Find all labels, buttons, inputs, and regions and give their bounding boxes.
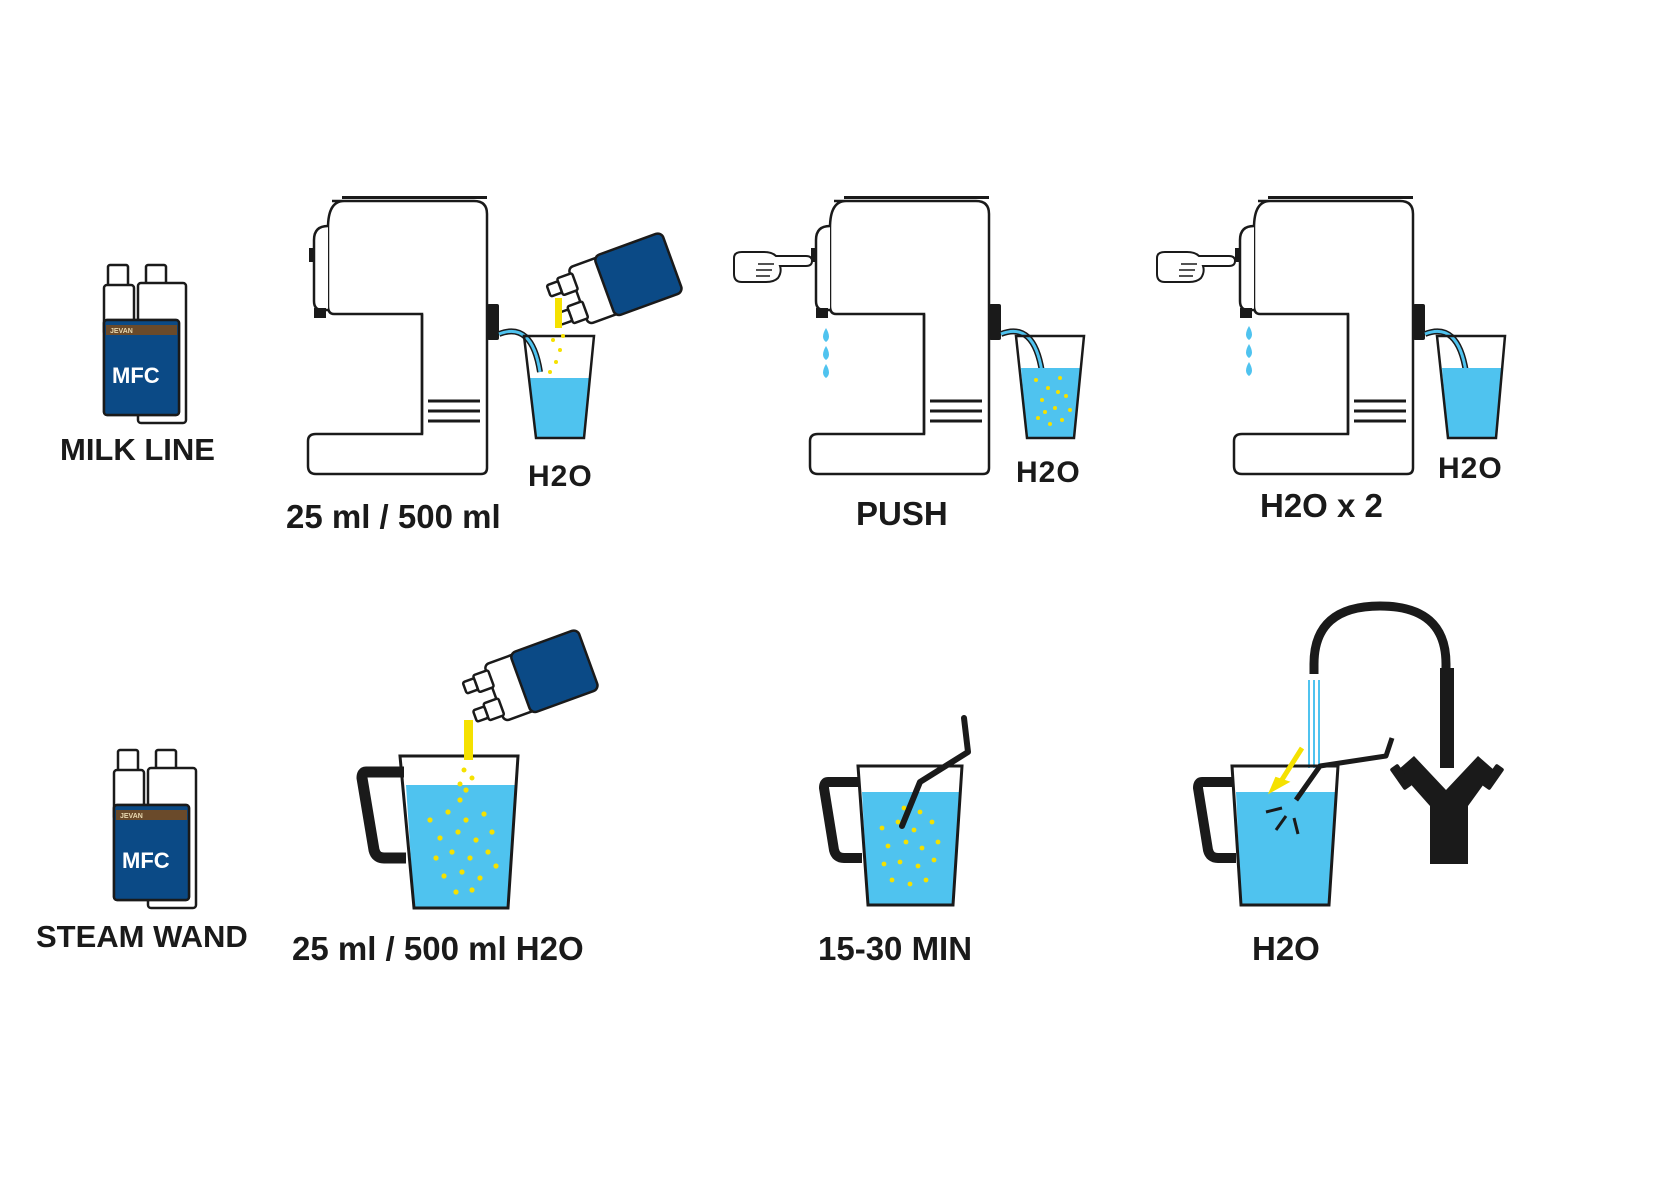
bottle-product-label: MFC (122, 848, 170, 873)
step-caption: 15-30 MIN (818, 930, 972, 967)
bottle-brand-label: JEVAN (110, 328, 133, 335)
bottle-product-label: MFC (112, 363, 160, 388)
pour-bottle-icon (541, 230, 685, 337)
measuring-jug-icon (819, 764, 964, 907)
steam-wand-icon (1293, 737, 1395, 802)
measuring-jug-icon (1193, 764, 1340, 907)
step-caption: 25 ml / 500 ml (286, 498, 501, 535)
category-label-steam-wand: STEAM WAND (36, 919, 248, 954)
glass-label-h2o: H2O (1016, 456, 1081, 489)
water-glass-icon (1014, 334, 1086, 440)
water-glass-icon (1435, 334, 1507, 440)
bottle-brand-label: JEVAN (120, 813, 143, 820)
step-caption: H2O (1252, 930, 1320, 967)
cleaner-bottle-icon: JEVAN MFC (112, 748, 198, 910)
cleaner-particles (457, 767, 475, 787)
measuring-jug-icon (356, 754, 520, 910)
water-drop-icon (1246, 326, 1252, 376)
water-stream (1308, 680, 1320, 768)
coffee-machine-icon (306, 194, 543, 476)
cleaner-particles (548, 334, 565, 374)
steam-wand-icon (899, 715, 971, 829)
pointing-hand-icon (1156, 251, 1236, 283)
spray-lines (1265, 806, 1300, 835)
step-caption: H2O x 2 (1260, 487, 1383, 524)
step-caption: PUSH (856, 495, 948, 532)
coffee-machine-icon (808, 194, 1045, 476)
cleaner-bottle-icon: JEVAN MFC (102, 263, 188, 425)
faucet-icon (1309, 601, 1504, 864)
coffee-machine-icon (1232, 194, 1469, 476)
step-caption: 25 ml / 500 ml H2O (292, 930, 584, 967)
water-drop-icon (823, 328, 829, 378)
category-label-milk-line: MILK LINE (60, 432, 215, 467)
glass-label-h2o: H2O (1438, 452, 1503, 485)
cleaner-stream (555, 298, 562, 328)
glass-label-h2o: H2O (528, 460, 593, 493)
cleaner-stream (464, 720, 473, 760)
water-glass-icon (522, 334, 596, 440)
pointing-hand-icon (733, 251, 813, 283)
pour-bottle-icon (457, 627, 601, 734)
